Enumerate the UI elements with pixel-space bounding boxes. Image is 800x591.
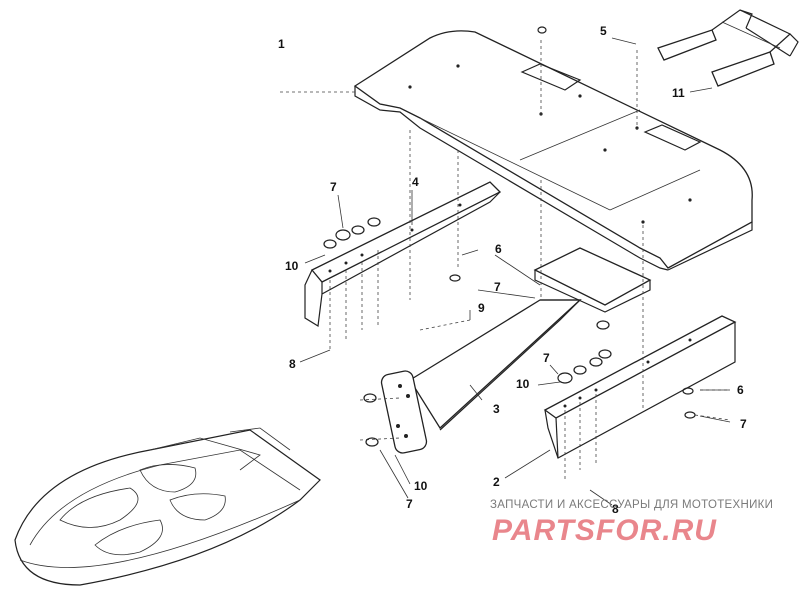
callout-10-mid: 10 [516, 377, 530, 391]
callout-7-bottom: 7 [406, 497, 413, 511]
callout-10-bottom: 10 [414, 479, 428, 493]
boat-illustration [14, 427, 321, 586]
washers-nuts [323, 26, 696, 447]
callout-6-upper: 6 [495, 242, 502, 256]
watermark: ЗАПЧАСТИ И АКСЕССУАРЫ ДЛЯ МОТОТЕХНИКИ PA… [490, 499, 773, 547]
callout-7-mid: 7 [543, 351, 550, 365]
callout-7-center: 7 [494, 280, 501, 294]
callout-10-left: 10 [285, 259, 299, 273]
swim-platform [353, 30, 753, 271]
callout-4: 4 [412, 175, 419, 189]
callout-6-right: 6 [737, 383, 744, 397]
callout-7-right: 7 [740, 417, 747, 431]
callouts: 1 2 3 4 5 6 6 7 7 7 7 7 8 8 9 10 10 10 1… [278, 24, 747, 516]
leader-lines [299, 37, 731, 506]
callout-7-left: 7 [330, 180, 337, 194]
boarding-ladder [657, 9, 799, 87]
callout-1: 1 [278, 37, 285, 51]
callout-8-left: 8 [289, 357, 296, 371]
left-bracket [304, 181, 502, 327]
callout-11: 11 [672, 86, 685, 100]
center-support [380, 247, 652, 454]
watermark-tagline: ЗАПЧАСТИ И АКСЕССУАРЫ ДЛЯ МОТОТЕХНИКИ [490, 499, 773, 511]
callout-9: 9 [478, 301, 485, 315]
callout-5: 5 [600, 24, 607, 38]
callout-3: 3 [493, 402, 500, 416]
right-bracket [543, 315, 737, 459]
callout-2: 2 [493, 475, 500, 489]
watermark-brand: PARTSFOR.RU [492, 514, 717, 547]
callout-8-bottom: 8 [612, 502, 619, 516]
